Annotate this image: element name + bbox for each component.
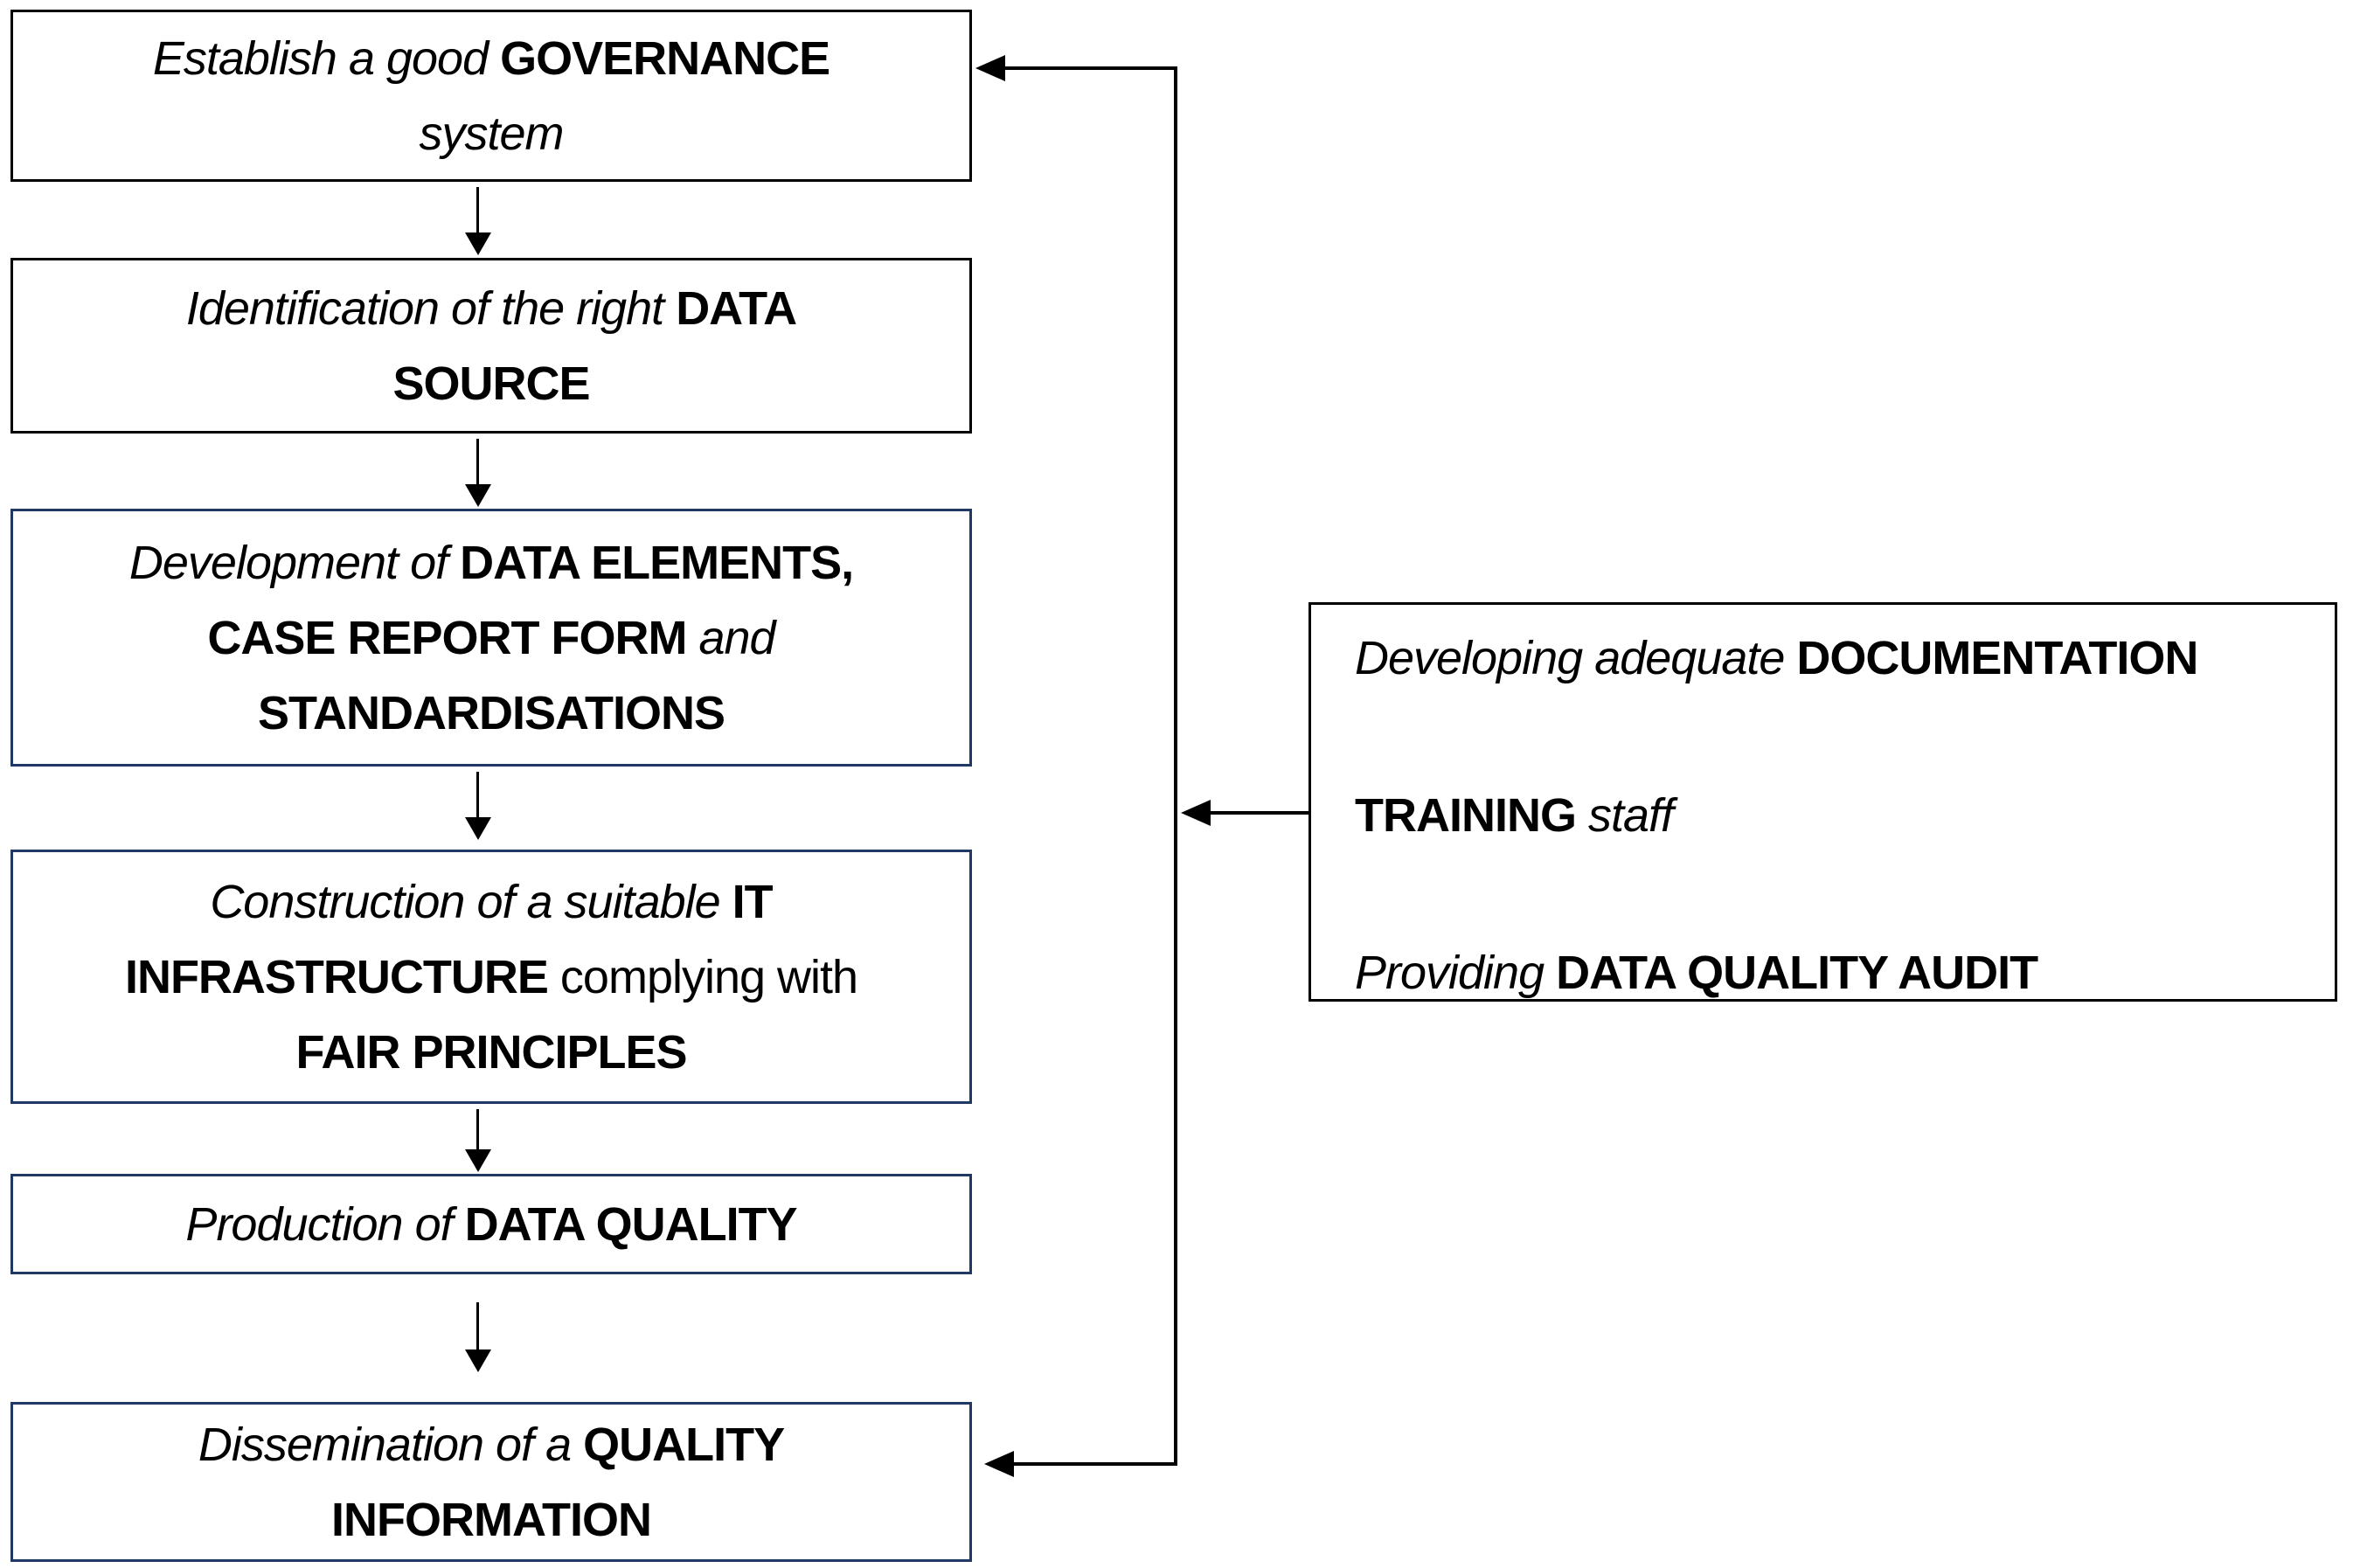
text-segment: SOURCE (392, 357, 590, 410)
text-segment: Providing (1355, 947, 1557, 999)
text-segment: INFRASTRUCTURE (124, 950, 549, 1003)
text-line: Development of DATA ELEMENTS, (13, 525, 969, 600)
left-arrow-icon-top (975, 55, 1005, 81)
text-line: SOURCE (13, 346, 969, 421)
down-arrow-icon-1 (465, 232, 491, 255)
down-arrow-line-4 (476, 1109, 479, 1149)
text-line: CASE REPORT FORM and (13, 600, 969, 676)
text-segment: DOCUMENTATION (1796, 632, 2198, 684)
text-line: TRAINING staff (1355, 787, 2308, 844)
down-arrow-line-3 (476, 772, 479, 817)
text-line: Identification of the right DATA (13, 271, 969, 346)
text-segment: GOVERNANCE (500, 31, 830, 85)
text-segment: Construction of a suitable (210, 875, 732, 928)
flow-box-data-source: Identification of the right DATA SOURCE (10, 258, 972, 434)
down-arrow-icon-2 (465, 484, 491, 507)
text-line: Establish a good GOVERNANCE (13, 21, 969, 96)
text-segment: DATA ELEMENTS, (460, 536, 854, 589)
text-segment: Production of (185, 1197, 465, 1251)
flow-box-data-quality: Production of DATA QUALITY (10, 1174, 972, 1274)
text-line: Providing DATA QUALITY AUDIT (1355, 944, 2308, 1002)
text-line: STANDARDISATIONS (13, 676, 969, 751)
feedback-line-vertical (1174, 66, 1177, 1466)
flow-box-governance: Establish a good GOVERNANCE system (10, 10, 972, 182)
feedback-line-bottom (1014, 1462, 1177, 1466)
text-segment: DATA (676, 281, 797, 335)
text-segment: Developing adequate (1355, 632, 1797, 684)
text-segment: CASE REPORT FORM (207, 611, 699, 664)
text-segment: system (419, 107, 564, 160)
text-segment: Establish a good (152, 31, 501, 85)
text-segment: Dissemination of a (198, 1418, 584, 1471)
left-arrow-icon-bottom (984, 1451, 1014, 1477)
side-box-arrow-line (1211, 811, 1308, 815)
text-segment: Identification of the right (185, 281, 677, 335)
text-segment: IT (732, 875, 774, 928)
text-segment: DATA QUALITY AUDIT (1556, 947, 2038, 999)
flow-box-quality-information: Dissemination of a QUALITY INFORMATION (10, 1402, 972, 1562)
down-arrow-line-2 (476, 439, 479, 484)
flow-box-data-elements: Development of DATA ELEMENTS, CASE REPOR… (10, 509, 972, 767)
text-segment: staff (1575, 789, 1674, 842)
text-segment: QUALITY (583, 1418, 785, 1471)
down-arrow-icon-4 (465, 1149, 491, 1172)
left-arrow-icon-side (1181, 800, 1211, 826)
text-segment: FAIR PRINCIPLES (295, 1025, 687, 1079)
text-line: INFORMATION (13, 1482, 969, 1558)
text-line: FAIR PRINCIPLES (13, 1015, 969, 1090)
flow-box-it-infrastructure: Construction of a suitable IT INFRASTRUC… (10, 850, 972, 1104)
text-line: Developing adequate DOCUMENTATION (1355, 629, 2308, 687)
down-arrow-line-5 (476, 1302, 479, 1349)
down-arrow-icon-5 (465, 1349, 491, 1372)
text-line: INFRASTRUCTURE complying with (13, 940, 969, 1015)
side-box-support-activities: Developing adequate DOCUMENTATION TRAINI… (1308, 602, 2337, 1002)
text-segment: complying with (547, 950, 858, 1003)
down-arrow-line-1 (476, 187, 479, 232)
text-line: system (13, 96, 969, 171)
down-arrow-icon-3 (465, 817, 491, 840)
text-segment: Development of (128, 536, 461, 589)
text-line: Dissemination of a QUALITY (13, 1407, 969, 1482)
text-line: Production of DATA QUALITY (13, 1187, 969, 1262)
text-segment: DATA QUALITY (464, 1197, 798, 1251)
text-segment: TRAINING (1355, 789, 1577, 842)
text-segment: STANDARDISATIONS (258, 686, 725, 739)
text-line: Construction of a suitable IT (13, 864, 969, 940)
text-segment: and (698, 611, 775, 664)
feedback-line-top (1005, 66, 1177, 70)
text-segment: INFORMATION (331, 1493, 652, 1546)
